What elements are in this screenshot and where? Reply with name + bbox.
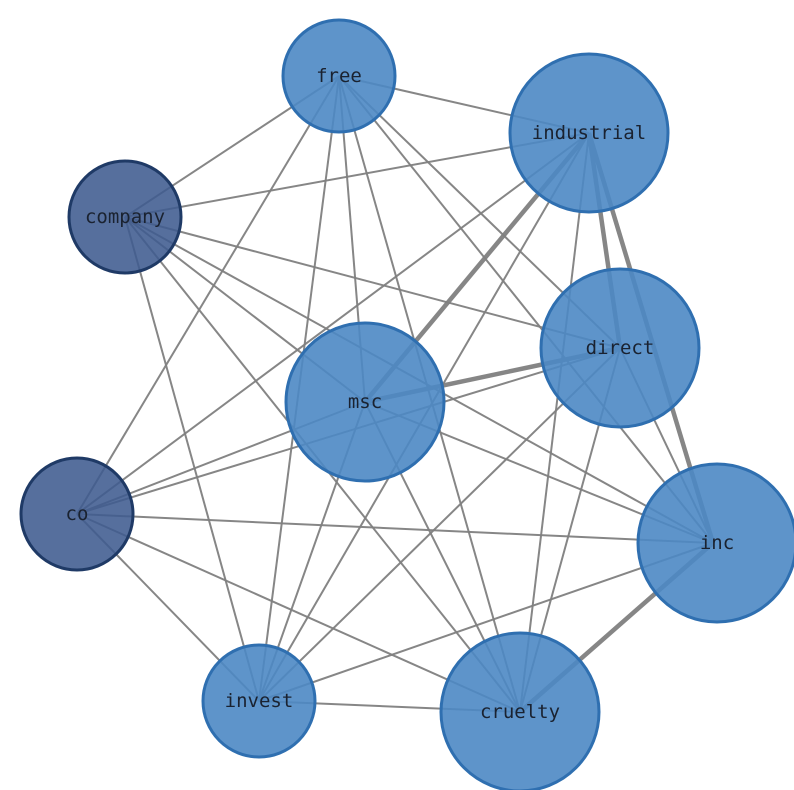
node-circle-invest <box>201 643 317 759</box>
node-industrial: industrial <box>508 52 670 214</box>
node-circle-free <box>281 18 397 134</box>
node-label-msc: msc <box>348 391 382 413</box>
node-co: co <box>19 456 135 572</box>
node-circle-co <box>19 456 135 572</box>
node-label-direct: direct <box>586 337 655 359</box>
node-circle-msc <box>284 321 446 483</box>
edge-company-direct <box>124 216 621 349</box>
node-msc: msc <box>284 321 446 483</box>
edge-free-inc <box>338 75 714 544</box>
node-circle-company <box>67 159 183 275</box>
edge-industrial-co <box>76 132 590 515</box>
edge-company-invest <box>124 216 260 702</box>
edge-free-co <box>76 75 340 515</box>
node-circle-direct <box>539 267 701 429</box>
node-circle-cruelty <box>439 631 601 790</box>
node-label-co: co <box>66 503 89 525</box>
node-label-free: free <box>316 65 362 87</box>
node-invest: invest <box>201 643 317 759</box>
node-free: free <box>281 18 397 134</box>
edge-industrial-cruelty <box>519 132 590 713</box>
node-direct: direct <box>539 267 701 429</box>
node-label-inc: inc <box>700 532 734 554</box>
node-circle-inc <box>636 462 794 624</box>
edge-direct-invest <box>258 347 621 702</box>
edge-co-cruelty <box>76 513 521 713</box>
node-label-company: company <box>85 206 165 228</box>
node-circle-industrial <box>508 52 670 214</box>
node-company: company <box>67 159 183 275</box>
node-label-cruelty: cruelty <box>480 701 560 723</box>
node-inc: inc <box>636 462 794 624</box>
edge-inc-invest <box>258 542 714 702</box>
nodes-layer: free industrial company direct msc co inc inves… <box>19 18 794 790</box>
edge-co-inc <box>76 513 714 544</box>
node-label-invest: invest <box>225 690 294 712</box>
node-label-industrial: industrial <box>532 122 646 144</box>
node-cruelty: cruelty <box>439 631 601 790</box>
